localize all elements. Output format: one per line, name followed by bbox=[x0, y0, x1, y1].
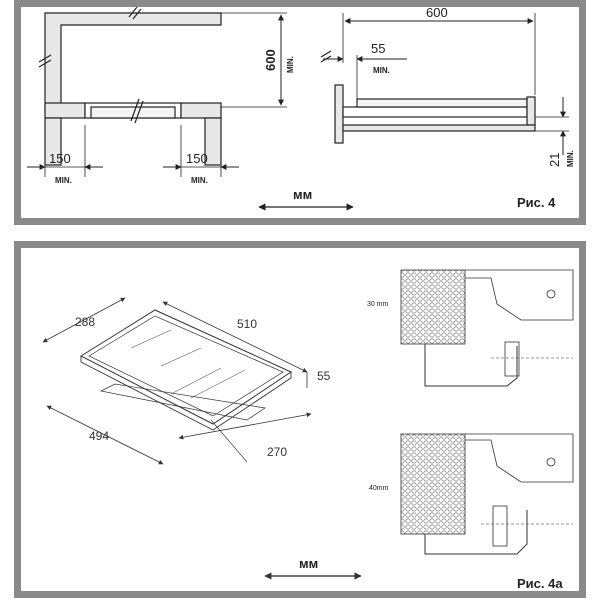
section-30mm: 30 mm bbox=[367, 269, 574, 387]
figure-4a-panel: 288 510 55 494 270 мм 30 mm bbox=[14, 241, 586, 598]
cabinet-side-view bbox=[320, 50, 536, 144]
thickness-40-label: 40mm bbox=[369, 485, 389, 492]
dim-right-150: 150 MIN. bbox=[163, 125, 239, 185]
dim-depth-21: 21 MIN. bbox=[535, 97, 575, 167]
section-40mm: 40mm bbox=[369, 433, 574, 555]
dim-494: 494 bbox=[46, 405, 164, 465]
dim-clearance-55: 55 MIN. bbox=[323, 41, 407, 99]
dim-clearance-55-label: 55 bbox=[371, 41, 385, 56]
min-label: MIN. bbox=[191, 176, 208, 185]
figure-4-panel: 600 MIN. 150 MIN. 150 MIN. мм bbox=[14, 0, 586, 225]
dim-510: 510 bbox=[162, 301, 308, 373]
dim-height-600: 600 MIN. bbox=[221, 12, 295, 108]
hob-isometric bbox=[79, 309, 293, 431]
dim-510-label: 510 bbox=[237, 317, 257, 331]
dim-270-label: 270 bbox=[267, 445, 287, 459]
unit-indicator: мм bbox=[258, 187, 354, 211]
dim-288: 288 bbox=[42, 297, 126, 343]
dim-270: 270 bbox=[178, 412, 312, 463]
dim-288-label: 288 bbox=[75, 315, 95, 329]
figure-caption: Рис. 4а bbox=[517, 576, 563, 591]
figure-4-drawing: 600 MIN. 150 MIN. 150 MIN. мм bbox=[27, 5, 575, 211]
min-label: MIN. bbox=[566, 150, 575, 167]
min-label: MIN. bbox=[373, 66, 390, 75]
unit-label: мм bbox=[299, 556, 318, 571]
min-label: MIN. bbox=[55, 176, 72, 185]
dim-width-600-label: 600 bbox=[426, 7, 448, 20]
dim-494-label: 494 bbox=[89, 429, 109, 443]
dim-55-label: 55 bbox=[317, 369, 331, 383]
dim-55: 55 bbox=[306, 369, 331, 388]
figure-caption: Рис. 4 bbox=[517, 195, 556, 210]
min-label: MIN. bbox=[286, 56, 295, 73]
dim-height-600-label: 600 bbox=[263, 49, 278, 71]
dim-width-600: 600 bbox=[342, 5, 536, 95]
cabinet-front-view bbox=[38, 6, 222, 166]
figure-4a-drawing: 288 510 55 494 270 мм 30 mm bbox=[42, 269, 574, 591]
thickness-30-label: 30 mm bbox=[367, 301, 389, 308]
dim-left-150-label: 150 bbox=[49, 151, 71, 166]
dim-depth-21-label: 21 bbox=[547, 153, 562, 167]
unit-label: мм bbox=[293, 187, 312, 202]
dim-left-150: 150 MIN. bbox=[27, 125, 103, 185]
unit-indicator: мм bbox=[264, 556, 362, 580]
dim-right-150-label: 150 bbox=[186, 151, 208, 166]
